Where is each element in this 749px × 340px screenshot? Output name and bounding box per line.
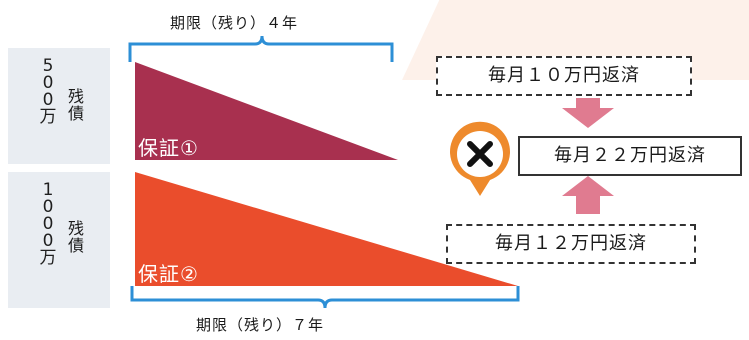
top-period-label: 期限（残り）４年: [170, 14, 299, 32]
top-amount-word: 残 債: [68, 88, 88, 122]
top-digit-2: 0: [42, 73, 54, 93]
monthly-payment-2-box: 毎月１２万円返済: [446, 224, 696, 264]
bottom-digit-1: 1: [42, 180, 54, 200]
top-amount-box: 5 0 0 万 残 債: [8, 48, 110, 164]
bottom-period-bracket: [130, 286, 520, 309]
guarantee-1-triangle: [135, 62, 398, 160]
guarantee-1-label: 保証①: [138, 136, 199, 160]
down-arrow-icon: [562, 98, 614, 128]
bottom-amount-box: 1 0 0 0 万 残 債: [8, 172, 110, 308]
guarantee-2-triangle: [135, 172, 518, 286]
monthly-payment-1-box: 毎月１０万円返済: [436, 56, 692, 96]
monthly-total-box: 毎月２２万円返済: [518, 136, 742, 176]
bottom-amount-digits: 1 0 0 0 万: [38, 182, 58, 267]
top-word-2: 債: [68, 104, 85, 123]
top-period-bracket: [128, 35, 394, 62]
top-digit-unit: 万: [39, 107, 57, 127]
bottom-word-2: 債: [68, 236, 85, 255]
top-word-1: 残: [68, 87, 85, 106]
bottom-digit-4: 0: [42, 231, 54, 251]
bottom-period-label: 期限（残り）７年: [196, 316, 325, 334]
guarantee-2-label: 保証②: [138, 262, 199, 286]
bottom-digit-unit: 万: [39, 248, 57, 268]
top-amount-digits: 5 0 0 万: [38, 58, 58, 126]
top-digit-3: 0: [42, 90, 54, 110]
bottom-digit-3: 0: [42, 214, 54, 234]
up-arrow-icon: [562, 176, 614, 214]
bottom-digit-2: 0: [42, 197, 54, 217]
bottom-word-1: 残: [68, 219, 85, 238]
bottom-amount-word: 残 債: [68, 220, 88, 254]
x-mark-icon: [449, 121, 511, 196]
top-digit-1: 5: [42, 56, 54, 76]
